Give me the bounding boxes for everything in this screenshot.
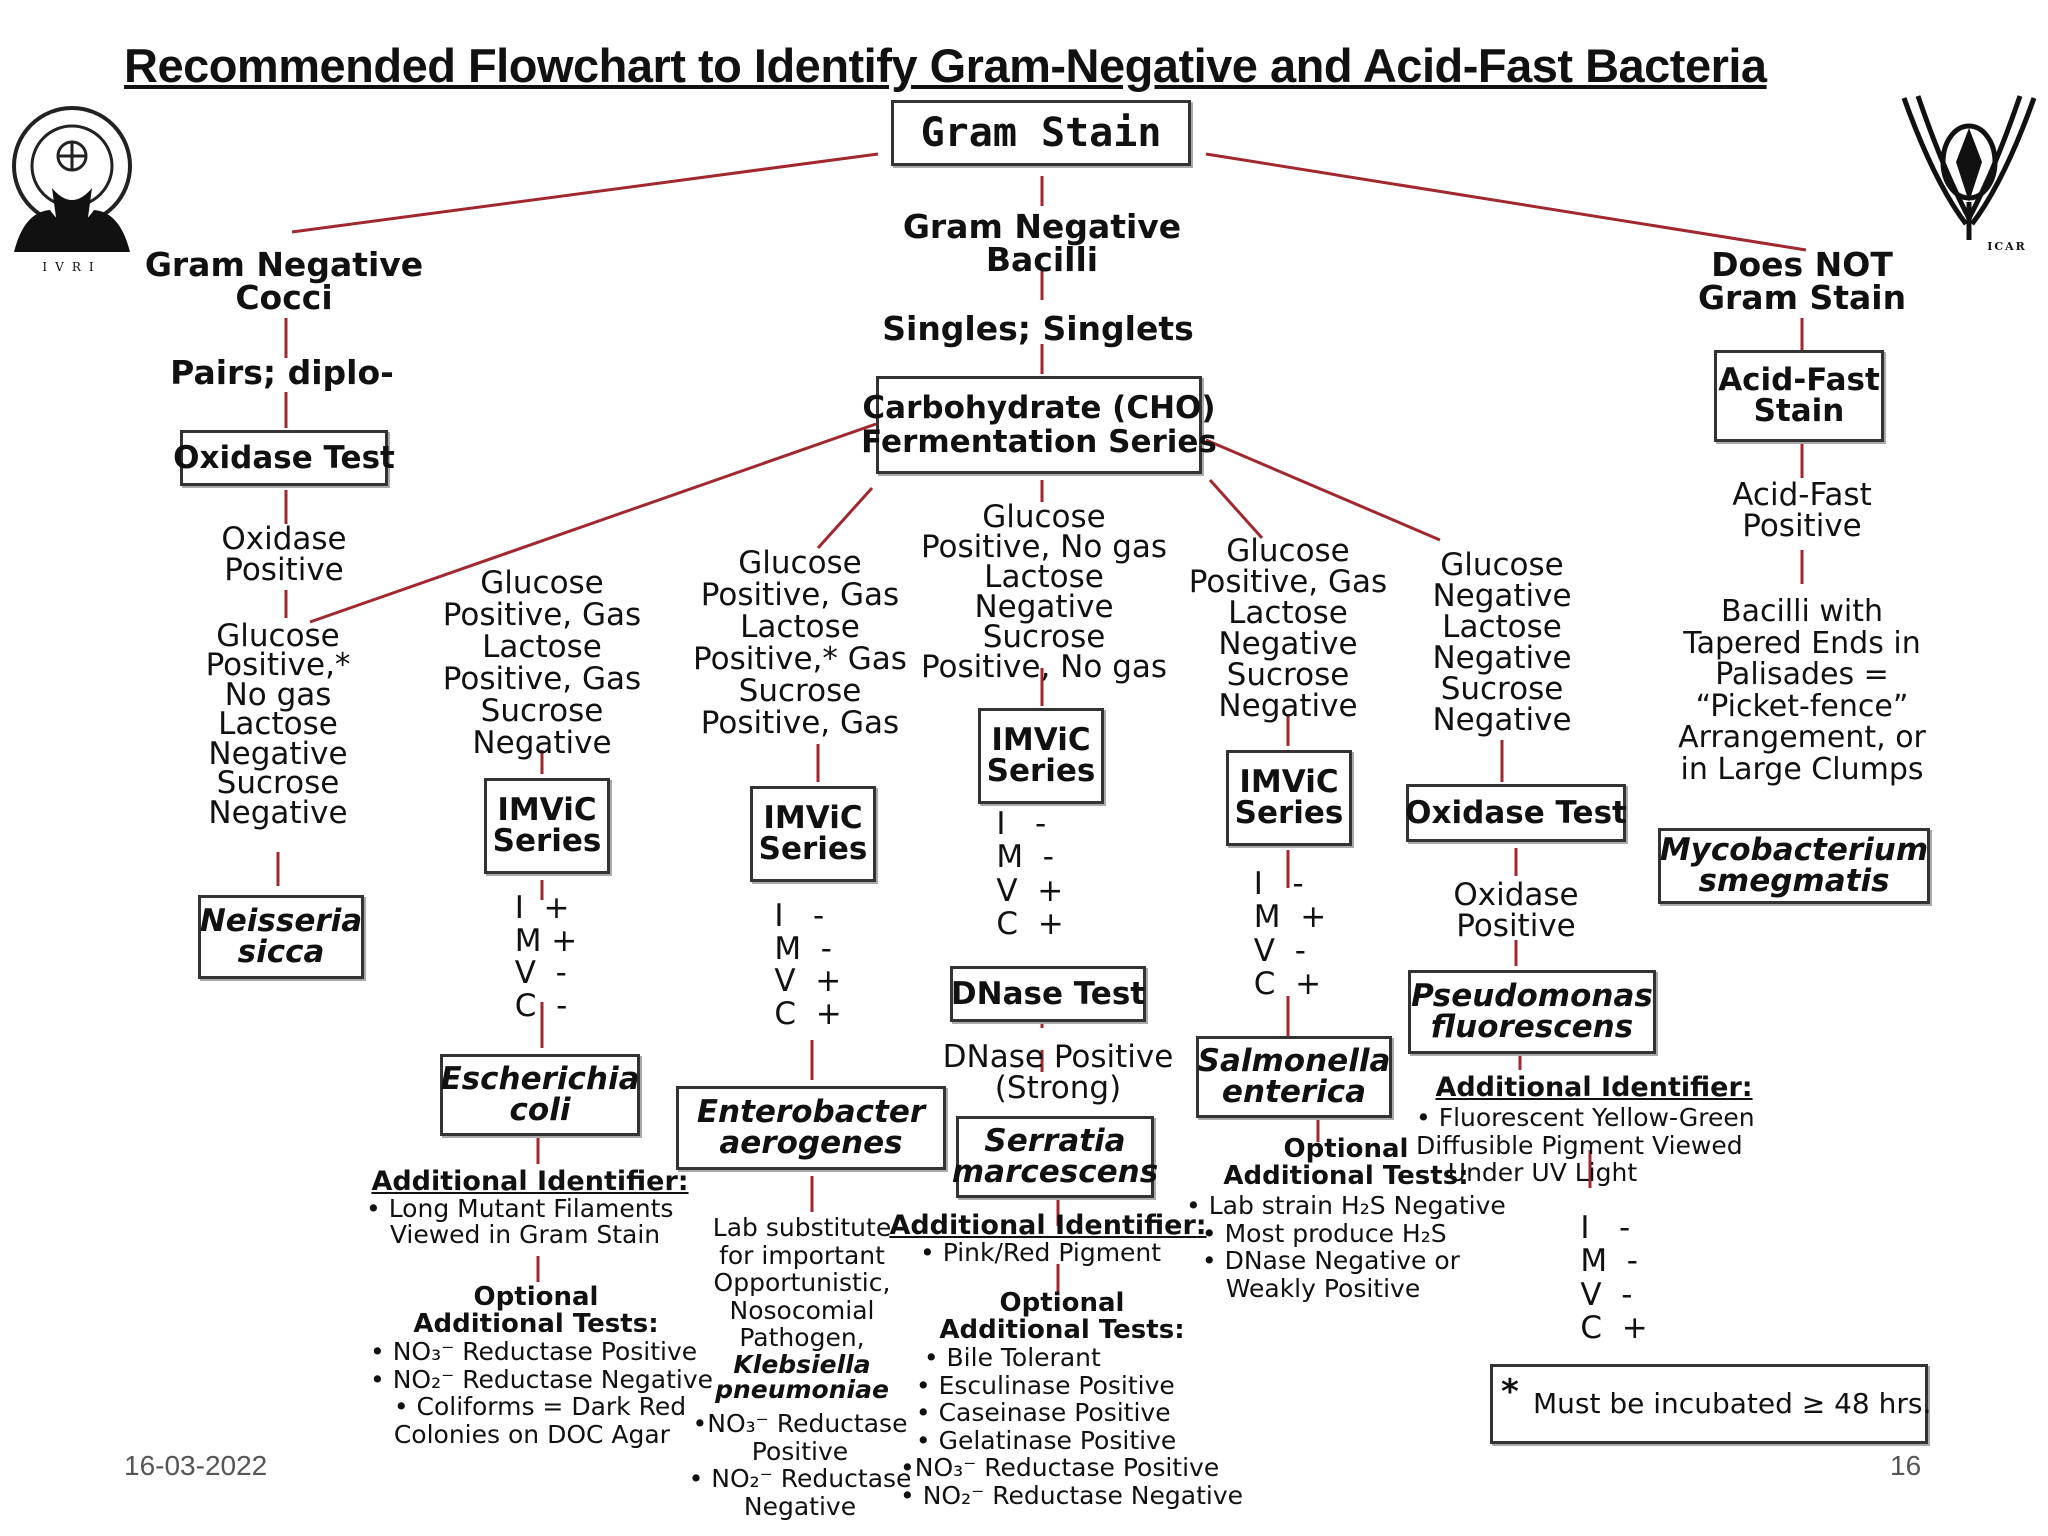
col5-fermentation-results: Glucose Positive, Gas Lactose Negative S… bbox=[1188, 533, 1388, 724]
page-title: Recommended Flowchart to Identify Gram-N… bbox=[124, 39, 1767, 92]
enterobacter-aerogenes-box: Enterobacter aerogenes bbox=[676, 1086, 946, 1170]
col5-imvic-results: I - M + V - C + bbox=[1253, 866, 1327, 1003]
col6-fermentation-results: Glucose Negative Lactose Negative Sucros… bbox=[1432, 547, 1572, 738]
col5-imvic-series-box: IMViC Series bbox=[1226, 750, 1352, 846]
footer-date: 16-03-2022 bbox=[124, 1450, 268, 1481]
footer-page-number: 16 bbox=[1890, 1450, 1922, 1481]
gram-negative-bacilli-label: Gram Negative Bacilli bbox=[902, 207, 1182, 279]
col4-optional-tests-list: • Bile Tolerant • Esculinase Positive • … bbox=[900, 1343, 1243, 1510]
col4-additional-identifier-list: • Pink/Red Pigment bbox=[920, 1238, 1162, 1267]
col4-optional-tests-heading: Optional Additional Tests: bbox=[939, 1288, 1185, 1346]
col2-additional-identifier-list: • Long Mutant Filaments Viewed in Gram S… bbox=[366, 1194, 674, 1250]
incubation-note-text: Must be incubated ≥ 48 hrs. bbox=[1533, 1387, 1932, 1420]
col6-additional-identifier-heading: Additional Identifier: bbox=[1435, 1072, 1753, 1103]
cocci-shape-label: Pairs; diplo- bbox=[170, 353, 394, 392]
icar-logo-text: ICAR bbox=[1987, 240, 2027, 253]
cho-fermentation-series-box: Carbohydrate (CHO) Fermentation Series bbox=[861, 376, 1217, 474]
does-not-gram-stain-label: Does NOT Gram Stain bbox=[1697, 245, 1907, 317]
cocci-oxidase-result: Oxidase Positive bbox=[221, 521, 347, 588]
dnase-positive-result: DNase Positive (Strong) bbox=[942, 1039, 1174, 1106]
col3-imvic-series-box: IMViC Series bbox=[750, 786, 876, 882]
neisseria-sicca-box: Neisseria sicca bbox=[198, 895, 364, 979]
acid-fast-description: Bacilli with Tapered Ends in Palisades =… bbox=[1678, 594, 1926, 787]
col4-imvic-series-box: IMViC Series bbox=[978, 708, 1104, 804]
cocci-fermentation-results: Glucose Positive,* No gas Lactose Negati… bbox=[205, 618, 351, 831]
col3-reductase-notes: •NO₃⁻ Reductase Positive • NO₂⁻ Reductas… bbox=[688, 1409, 912, 1521]
ivri-logo: IVRI bbox=[4, 92, 140, 274]
col2-imvic-results: I + M + V - C - bbox=[514, 890, 578, 1024]
cocci-oxidase-test-box: Oxidase Test bbox=[173, 430, 395, 486]
col4-fermentation-results: Glucose Positive, No gas Lactose Negativ… bbox=[920, 499, 1168, 686]
col3-klebsiella-name: Klebsiella pneumoniae bbox=[715, 1350, 889, 1404]
col2-optional-tests-list: • NO₃⁻ Reductase Positive • NO₂⁻ Reducta… bbox=[370, 1337, 713, 1449]
col6-oxidase-test-box: Oxidase Test bbox=[1405, 784, 1627, 842]
col6-imvic-results: I - M - V - C + bbox=[1580, 1210, 1648, 1347]
col2-additional-identifier-heading: Additional Identifier: bbox=[371, 1166, 689, 1197]
col5-optional-tests-list: • Lab strain H₂S Negative • Most produce… bbox=[1186, 1191, 1506, 1303]
acid-fast-stain-box: Acid-Fast Stain bbox=[1714, 350, 1884, 442]
acid-fast-positive-result: Acid-Fast Positive bbox=[1732, 477, 1872, 544]
dnase-test-box: DNase Test bbox=[950, 966, 1146, 1022]
salmonella-enterica-box: Salmonella enterica bbox=[1196, 1036, 1392, 1118]
pseudomonas-fluorescens-box: Pseudomonas fluorescens bbox=[1408, 970, 1656, 1054]
col6-oxidase-result: Oxidase Positive bbox=[1453, 877, 1579, 944]
col3-substitute-note: Lab substitute for important Opportunist… bbox=[712, 1213, 892, 1352]
serratia-marcescens-box: Serratia marcescens bbox=[952, 1116, 1158, 1198]
col5-optional-tests-heading: Optional Additional Tests: bbox=[1223, 1134, 1469, 1192]
ivri-emblem-icon bbox=[12, 106, 132, 252]
icar-logo: ICAR bbox=[1894, 92, 2044, 262]
col4-additional-identifier-heading: Additional Identifier: bbox=[889, 1210, 1207, 1241]
gram-negative-cocci-label: Gram Negative Cocci bbox=[144, 245, 424, 317]
asterisk-icon: * bbox=[1501, 1372, 1519, 1412]
escherichia-coli-box: Escherichia coli bbox=[440, 1054, 640, 1136]
ivri-logo-text: IVRI bbox=[42, 260, 102, 274]
col3-fermentation-results: Glucose Positive, Gas Lactose Positive,*… bbox=[693, 545, 907, 741]
mycobacterium-smegmatis-box: Mycobacterium smegmatis bbox=[1658, 828, 1930, 904]
incubation-note-box: * Must be incubated ≥ 48 hrs. bbox=[1490, 1364, 1932, 1444]
icar-wheat-icon bbox=[1901, 95, 2037, 240]
gram-stain-box: Gram Stain bbox=[891, 100, 1191, 166]
bacilli-shape-label: Singles; Singlets bbox=[882, 309, 1194, 348]
col2-optional-tests-heading: Optional Additional Tests: bbox=[413, 1282, 659, 1340]
col2-imvic-series-box: IMViC Series bbox=[484, 778, 610, 874]
col3-imvic-results: I - M - V + C + bbox=[774, 898, 842, 1032]
col4-imvic-results: I - M - V + C + bbox=[996, 806, 1064, 943]
col6-additional-identifier-list: • Fluorescent Yellow-Green Diffusible Pi… bbox=[1416, 1103, 1755, 1187]
col2-fermentation-results: Glucose Positive, Gas Lactose Positive, … bbox=[442, 565, 642, 761]
